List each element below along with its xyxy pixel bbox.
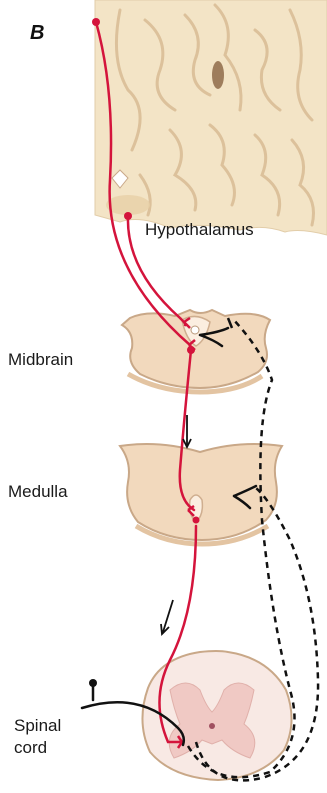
hypothalamic-cell-body	[124, 212, 132, 220]
cortical-cell-body	[92, 18, 100, 26]
brain-section	[95, 0, 327, 235]
label-midbrain: Midbrain	[8, 350, 73, 370]
medulla-section	[120, 444, 282, 544]
central-canal	[209, 723, 215, 729]
panel-letter: B	[30, 22, 44, 45]
midbrain-section	[122, 310, 270, 392]
medulla-outline	[120, 444, 282, 540]
dorsal-root-ganglion	[89, 679, 97, 687]
medulla-cell-body	[193, 517, 200, 524]
label-medulla: Medulla	[8, 482, 68, 502]
label-cord: cord	[14, 738, 47, 758]
label-hypothalamus: Hypothalamus	[145, 220, 254, 240]
aqueduct	[191, 326, 199, 334]
label-spinal: Spinal	[14, 716, 61, 736]
lateral-ventricle	[212, 61, 224, 89]
